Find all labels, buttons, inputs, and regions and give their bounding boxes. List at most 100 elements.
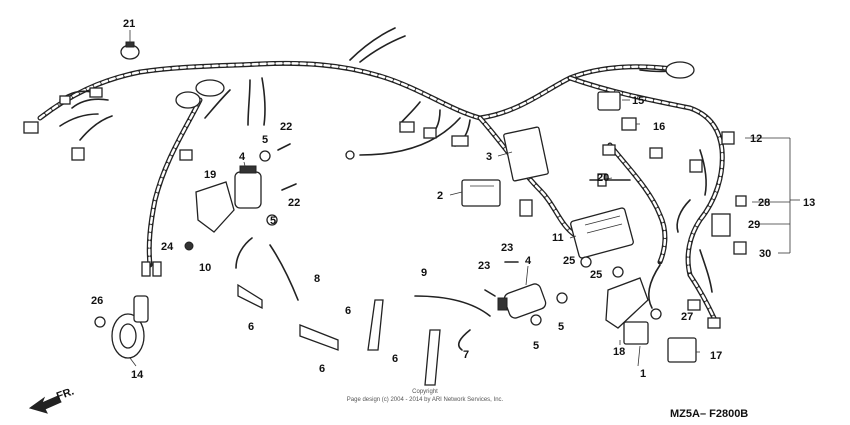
direction-label: FR. (55, 385, 76, 402)
part-5-nuts (259, 150, 568, 326)
connector-right-3 (689, 159, 703, 173)
callout-13: 13 (803, 197, 815, 209)
callout-23-b: 23 (478, 260, 490, 272)
part-28 (735, 195, 747, 207)
part-11-regulator (570, 207, 634, 259)
callout-11: 11 (552, 232, 564, 244)
part-3-module (503, 126, 549, 182)
part-9-lead (414, 295, 491, 317)
connector-right-1 (602, 144, 616, 156)
part-24-nut (184, 241, 194, 251)
callout-29: 29 (748, 219, 760, 231)
part-2-control-unit (461, 179, 501, 207)
copyright-notice: Copyright Page design (c) 2004 - 2014 by… (347, 389, 504, 403)
callout-14: 14 (131, 369, 144, 381)
callout-21: 21 (123, 18, 135, 30)
callout-5-a: 5 (262, 134, 268, 146)
main-wire-harness (37, 60, 725, 323)
callout-2: 2 (437, 190, 443, 202)
connector-boot-2 (175, 91, 201, 109)
callout-17: 17 (710, 350, 722, 362)
connector-right-4 (687, 299, 701, 311)
part-bolts (94, 143, 662, 328)
callout-20: 20 (597, 172, 609, 184)
part-leads (235, 237, 491, 351)
part-4-ignition-coil-left (234, 165, 262, 209)
copyright-line-1: Copyright (412, 389, 438, 395)
part-14-horn (111, 295, 149, 359)
connector-center-2 (451, 135, 469, 147)
callout-9: 9 (421, 267, 427, 279)
callout-4-right: 4 (525, 255, 532, 267)
callout-7: 7 (463, 349, 469, 361)
part-12 (721, 131, 735, 145)
part-30 (733, 241, 747, 255)
callout-labels: 1 2 3 4 4 5 5 5 5 5 6 6 6 6 7 8 9 10 11 … (91, 18, 815, 381)
connector-left-2 (71, 147, 85, 161)
part-19-bracket (195, 181, 235, 233)
connector-left-3 (59, 95, 71, 105)
part-25-nut-b (612, 266, 624, 278)
connector-boot-1 (195, 79, 225, 97)
callout-4-left: 4 (239, 151, 246, 163)
part-21-clamp (120, 41, 140, 60)
part-20-stay (589, 173, 631, 187)
callout-6-b: 6 (319, 363, 325, 375)
callout-10: 10 (199, 262, 211, 274)
part-7-lead (458, 329, 471, 351)
connector-right-2 (649, 147, 663, 159)
callout-22-a: 22 (280, 121, 292, 133)
part-8-lead (269, 244, 299, 301)
connector-left (23, 121, 39, 134)
callout-5-d: 5 (558, 321, 564, 333)
part-29-fuse-box (711, 213, 731, 237)
callout-6-a: 6 (248, 321, 254, 333)
callout-3: 3 (486, 151, 492, 163)
callout-18: 18 (613, 346, 625, 358)
part-26-bolt (94, 316, 106, 328)
part-23-bolt-b (484, 289, 496, 297)
callout-5-b: 5 (270, 215, 276, 227)
connector-bottom-2 (152, 261, 162, 277)
part-25-nut-a (580, 256, 592, 268)
connector-center-5 (519, 199, 533, 217)
callout-8: 8 (314, 273, 320, 285)
callout-12: 12 (750, 133, 762, 145)
callout-24: 24 (161, 241, 174, 253)
branch-wires (59, 27, 713, 309)
part-15-relay (597, 91, 621, 111)
callout-26: 26 (91, 295, 103, 307)
part-22-bolt-a (277, 143, 291, 151)
connector-center-1 (399, 121, 415, 133)
part-22-bolt-b (281, 183, 297, 191)
part-6-spark-plug-caps (237, 283, 441, 386)
callout-1: 1 (640, 368, 646, 380)
callout-25-a: 25 (563, 255, 575, 267)
drawing-code: MZ5A– F2800B (670, 408, 748, 420)
callout-22-b: 22 (288, 197, 300, 209)
part-17-unit (667, 337, 697, 363)
leader-lines (129, 30, 800, 367)
connector-right-boot (665, 61, 695, 79)
callout-16: 16 (653, 121, 665, 133)
callout-30: 30 (759, 248, 771, 260)
callout-5-c: 5 (533, 340, 539, 352)
connector-center-3 (423, 127, 437, 139)
connector-bottom-1 (141, 261, 151, 277)
callout-28: 28 (758, 197, 770, 209)
callout-27: 27 (681, 311, 693, 323)
connector-left-4 (89, 87, 103, 98)
part-18-bracket (605, 277, 649, 345)
part-small-relays (711, 131, 747, 255)
connector-center-4 (345, 150, 355, 160)
arrow-icon (28, 395, 62, 414)
part-10-lead (235, 237, 253, 269)
part-16-relay (621, 117, 637, 131)
part-27-bolt (650, 308, 662, 320)
callout-6-c: 6 (345, 305, 351, 317)
callout-25-b: 25 (590, 269, 602, 281)
callout-15: 15 (632, 95, 644, 107)
callout-6-d: 6 (392, 353, 398, 365)
copyright-line-2: Page design (c) 2004 - 2014 by ARI Netwo… (347, 397, 504, 403)
